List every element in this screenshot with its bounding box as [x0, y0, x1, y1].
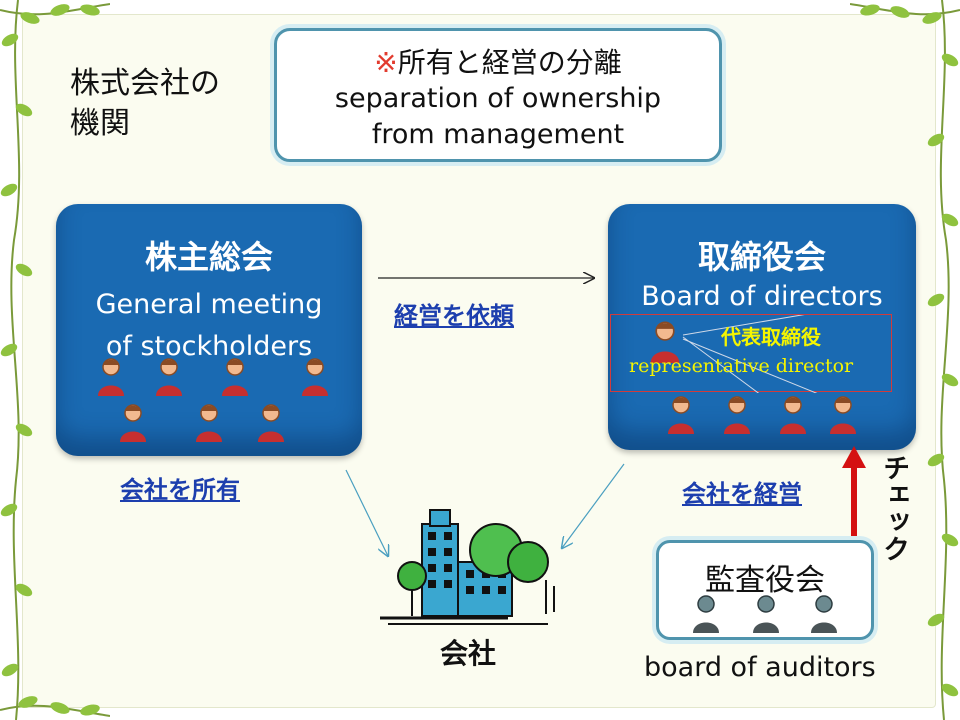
notice-jp-text: 所有と経営の分離: [397, 46, 622, 79]
own-company-link[interactable]: 会社を所有: [120, 476, 240, 504]
director-person-icon: [780, 396, 806, 434]
vine-corner-bottom-left: [0, 696, 110, 717]
director-person-icon: [668, 396, 694, 434]
general-meeting-title: 株主総会: [144, 238, 273, 276]
director-person-icon: [724, 396, 750, 434]
general-meeting-panel: 株主総会 General meeting of stockholders: [56, 204, 362, 456]
manage-company-link[interactable]: 会社を経営: [682, 480, 802, 508]
auditors-english-label: board of auditors: [644, 652, 876, 683]
company-label: 会社: [440, 637, 497, 670]
notice-en-line-1: separation of ownership: [334, 83, 662, 114]
vine-corner-top-right: [850, 3, 960, 24]
board-title: 取締役会: [697, 238, 826, 276]
notice-jp-line: ※所有と経営の分離: [277, 45, 719, 81]
stockholder-person-icon: [98, 358, 124, 396]
vine-left-decoration: [0, 0, 33, 720]
page-title: 株式会社の 機関: [70, 64, 220, 144]
stockholder-person-icon: [258, 404, 284, 442]
ownership-separation-notice: ※所有と経営の分離 separation of ownership from m…: [274, 28, 722, 162]
notice-en-line-2: from management: [371, 119, 625, 150]
representative-director-jp: 代表取締役: [721, 325, 821, 349]
notice-mark: ※: [374, 46, 398, 79]
board-of-directors-panel: 取締役会 Board of directors 代表取締役 representa…: [608, 204, 916, 450]
representative-link-lines: [682, 315, 818, 393]
general-meeting-sub-line-1: General meeting: [95, 289, 323, 320]
general-meeting-subtitle: General meeting of stockholders: [56, 284, 362, 368]
auditor-person-icon: [811, 595, 837, 633]
director-person-icon: [830, 396, 856, 434]
title-line-1: 株式会社の: [70, 66, 220, 101]
stockholder-person-icon: [120, 404, 146, 442]
vine-right-decoration: [927, 0, 959, 720]
general-meeting-sub-line-2: of stockholders: [105, 331, 313, 362]
auditor-person-icon: [753, 595, 779, 633]
auditors-title: 監査役会: [705, 563, 825, 598]
stockholder-person-icon: [156, 358, 182, 396]
check-label: チェック: [878, 454, 909, 562]
request-management-link[interactable]: 経営を依頼: [394, 302, 514, 330]
board-subtitle: Board of directors: [641, 281, 883, 312]
board-of-auditors-box: 監査役会: [656, 540, 874, 640]
title-line-2: 機関: [70, 106, 130, 141]
company-building-icon: [380, 509, 555, 625]
auditor-person-icon: [693, 595, 719, 633]
representative-director-person-icon: [650, 321, 680, 363]
stockholder-person-icon: [196, 404, 222, 442]
vine-corner-top-left: [0, 3, 110, 24]
stockholder-person-icon: [302, 358, 328, 396]
stockholder-person-icon: [222, 358, 248, 396]
representative-director-en: representative director: [629, 355, 854, 377]
representative-director-box: 代表取締役 representative director: [610, 314, 892, 393]
